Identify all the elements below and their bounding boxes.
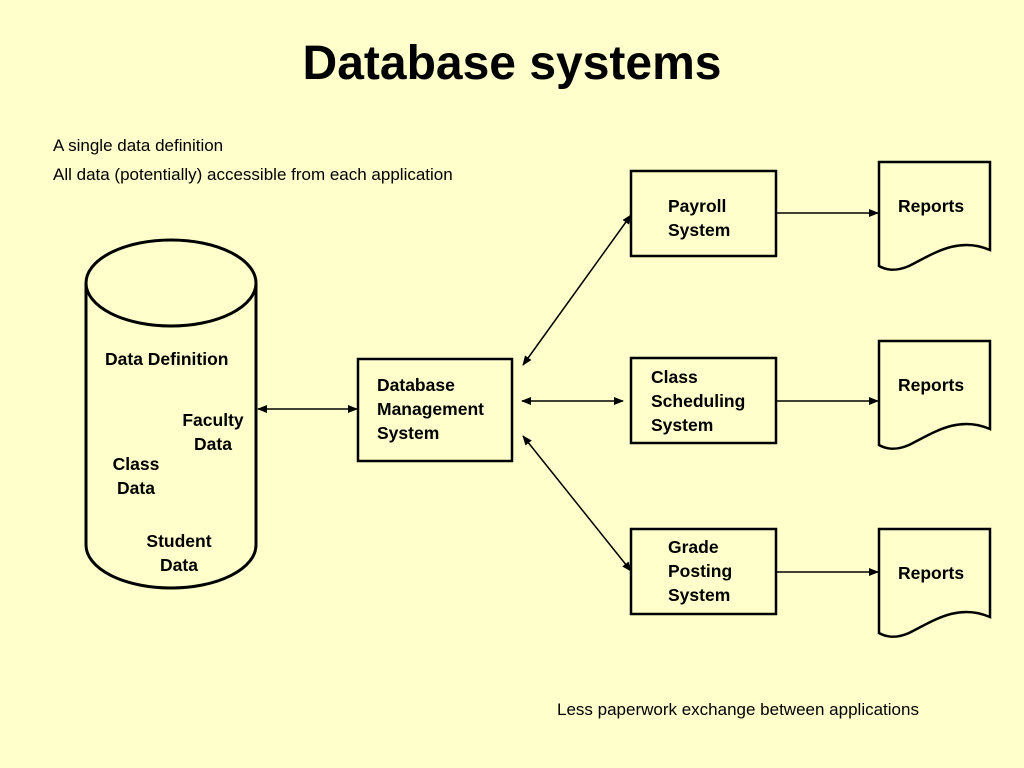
bullet-all-data-accessible: All data (potentially) accessible from e… <box>53 165 453 184</box>
database-cylinder <box>84 238 258 590</box>
scheduling-report-document <box>877 339 992 450</box>
footnote: Less paperwork exchange between applicat… <box>557 700 919 719</box>
payroll-system-box <box>629 169 778 258</box>
dbms-grading-arrow <box>522 435 632 572</box>
dbms-payroll-arrow <box>522 214 632 366</box>
payroll-report-document <box>877 160 992 271</box>
dbms-box <box>356 357 514 463</box>
data-definition-label: Data Definition <box>105 349 229 369</box>
bullet-single-definition: A single data definition <box>53 136 224 155</box>
grading-report-document <box>877 527 992 638</box>
slide-title: Database systems <box>302 37 722 90</box>
grading-reports-label: Reports <box>898 563 965 583</box>
payroll-reports-label: Reports <box>898 196 965 216</box>
class-scheduling-system-box <box>629 356 778 445</box>
scheduling-reports-label: Reports <box>898 375 965 395</box>
